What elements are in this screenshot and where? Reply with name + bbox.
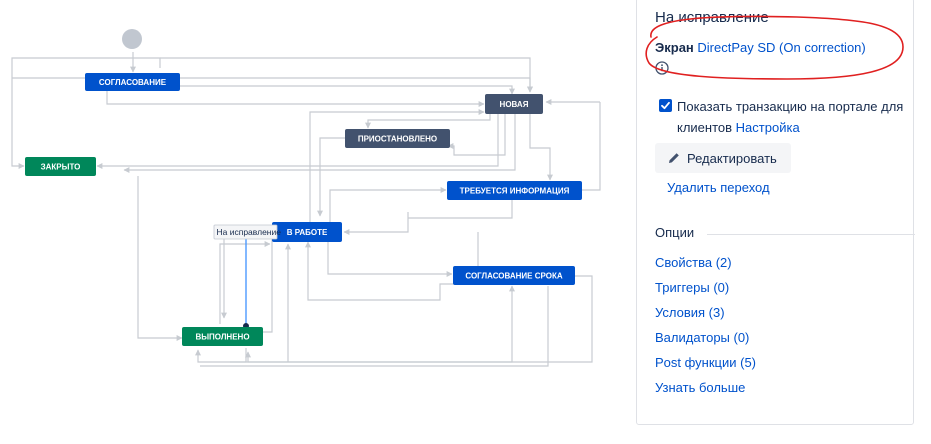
node-v-rabote[interactable]: В РАБОТЕ (272, 222, 342, 242)
option-validators[interactable]: Валидаторы (0) (655, 330, 750, 345)
svg-text:На исправление: На исправление (217, 227, 282, 237)
learn-more-link[interactable]: Узнать больше (655, 380, 746, 395)
node-vypolneno[interactable]: ВЫПОЛНЕНО (182, 327, 263, 346)
screen-label: Экран (655, 40, 694, 55)
option-post-functions[interactable]: Post функции (5) (655, 355, 757, 370)
start-node (122, 29, 142, 49)
svg-text:НОВАЯ: НОВАЯ (500, 100, 529, 109)
node-trebuetsya-informaciya[interactable]: ТРЕБУЕТСЯ ИНФОРМАЦИЯ (447, 181, 582, 200)
option-properties[interactable]: Свойства (2) (655, 255, 732, 270)
node-soglasovanie[interactable]: СОГЛАСОВАНИЕ (85, 73, 180, 91)
transition-title: На исправление (655, 9, 769, 26)
svg-text:В РАБОТЕ: В РАБОТЕ (287, 228, 328, 237)
show-on-portal-checkbox[interactable] (659, 99, 672, 112)
svg-text:ЗАКРЫТО: ЗАКРЫТО (41, 163, 81, 172)
edge-label-na-ispravlenie[interactable]: На исправление (213, 224, 282, 240)
node-soglasovanie-sroka[interactable]: СОГЛАСОВАНИЕ СРОКА (453, 266, 575, 285)
svg-text:ПРИОСТАНОВЛЕНО: ПРИОСТАНОВЛЕНО (358, 135, 437, 144)
options-divider (707, 234, 915, 235)
screen-link[interactable]: DirectPay SD (On correction) (697, 40, 866, 55)
svg-text:СОГЛАСОВАНИЕ СРОКА: СОГЛАСОВАНИЕ СРОКА (465, 272, 562, 281)
edit-button-label: Редактировать (687, 150, 777, 166)
edit-button[interactable]: Редактировать (655, 143, 791, 173)
show-on-portal-label: Показать транзакцию на портале для клиен… (677, 96, 909, 138)
svg-text:СОГЛАСОВАНИЕ: СОГЛАСОВАНИЕ (99, 78, 167, 87)
node-priostanovleno[interactable]: ПРИОСТАНОВЛЕНО (345, 129, 450, 148)
info-icon[interactable] (655, 61, 669, 75)
option-triggers[interactable]: Триггеры (0) (655, 280, 730, 295)
workflow-edges (11, 52, 601, 367)
delete-transition-link[interactable]: Удалить переход (667, 180, 770, 195)
checkmark-icon (661, 101, 670, 110)
workflow-diagram: СОГЛАСОВАНИЕ НОВАЯ ПРИОСТАНОВЛЕНО ЗАКРЫТ… (11, 29, 601, 367)
svg-text:ВЫПОЛНЕНО: ВЫПОЛНЕНО (195, 333, 249, 342)
show-on-portal-text: Показать транзакцию на портале для клиен… (677, 99, 904, 135)
settings-link[interactable]: Настройка (735, 120, 800, 135)
transition-details-panel: На исправление Экран DirectPay SD (On co… (636, 0, 915, 425)
svg-text:ТРЕБУЕТСЯ ИНФОРМАЦИЯ: ТРЕБУЕТСЯ ИНФОРМАЦИЯ (460, 187, 570, 196)
options-title: Опции (655, 225, 695, 240)
pencil-icon (669, 153, 679, 163)
option-conditions[interactable]: Условия (3) (655, 305, 725, 320)
node-novaya[interactable]: НОВАЯ (485, 94, 543, 114)
screen-row: Экран DirectPay SD (On correction) (655, 40, 866, 55)
node-zakryto[interactable]: ЗАКРЫТО (25, 157, 96, 176)
